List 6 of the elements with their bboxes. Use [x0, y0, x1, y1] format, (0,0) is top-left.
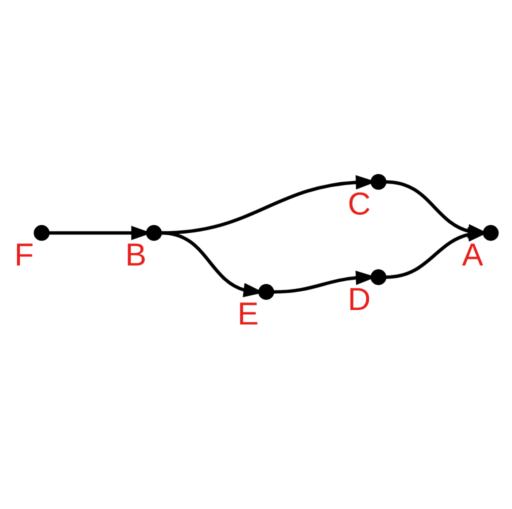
node-label: A — [462, 236, 484, 273]
node-label: C — [348, 186, 371, 222]
node-label: D — [348, 280, 371, 317]
node-label: E — [237, 296, 259, 332]
node-label: B — [125, 236, 146, 273]
node-label: F — [14, 236, 34, 273]
